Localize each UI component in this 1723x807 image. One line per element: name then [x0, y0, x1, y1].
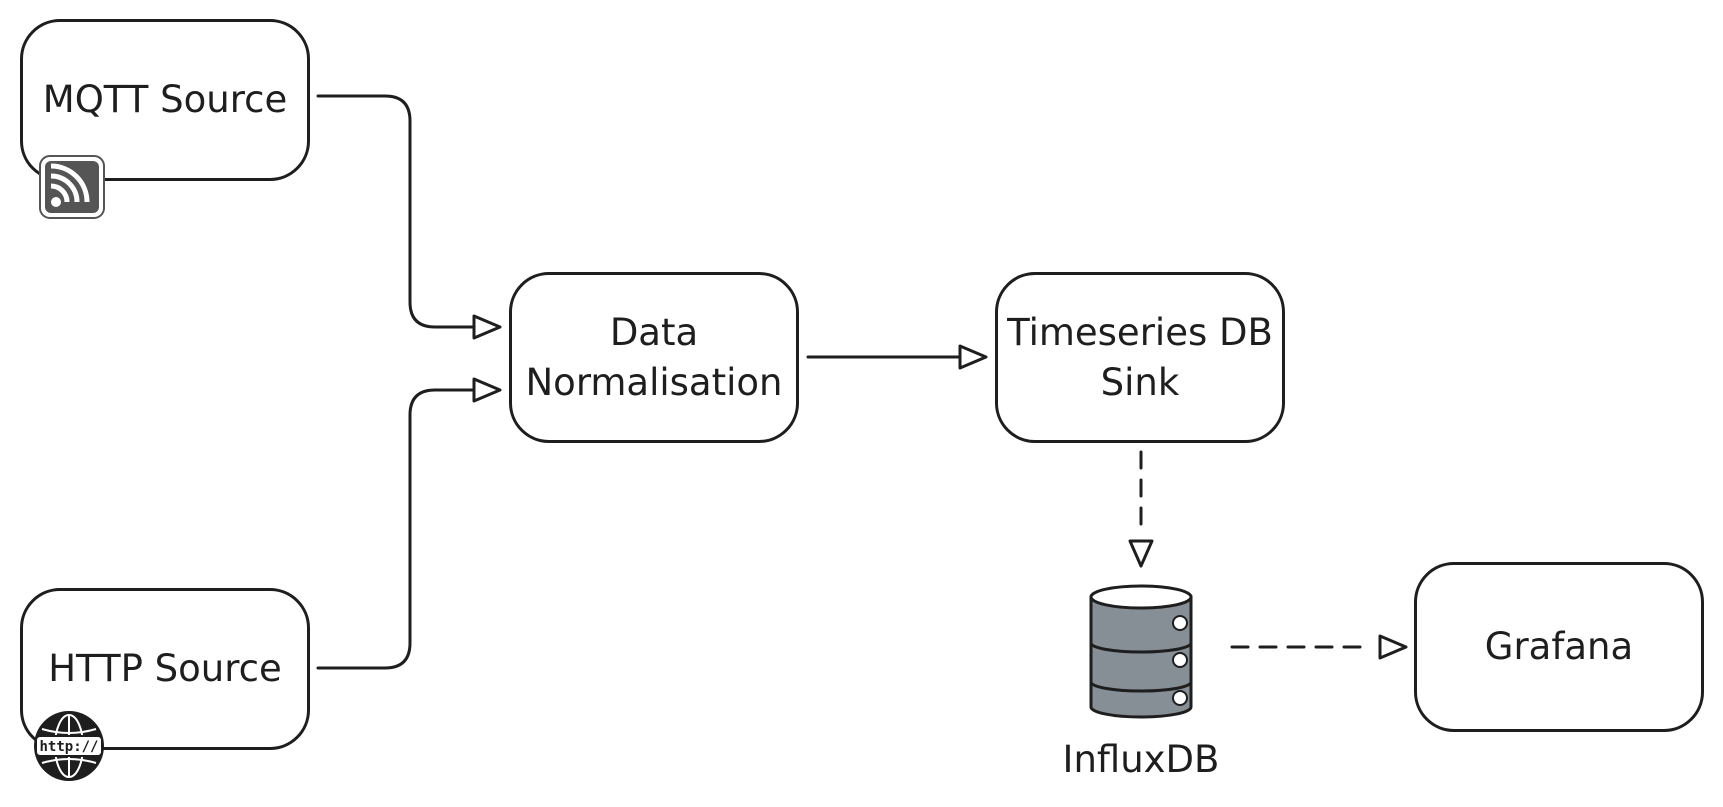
influxdb-label: InfluxDB — [1062, 738, 1220, 781]
arrowhead-http — [472, 377, 502, 403]
edge-mqtt-to-normalisation — [316, 94, 474, 329]
node-mqtt-source[interactable]: MQTT Source — [20, 19, 310, 181]
node-timeseries-sink[interactable]: Timeseries DB Sink — [995, 272, 1285, 443]
arrowhead-grafana — [1378, 634, 1408, 660]
node-data-normalisation[interactable]: Data Normalisation — [509, 272, 799, 443]
http-icon-text: http:// — [39, 739, 98, 755]
node-data-normalisation-label: Data Normalisation — [525, 310, 783, 404]
node-http-source-label: HTTP Source — [48, 647, 282, 690]
node-http-source[interactable]: HTTP Source — [20, 588, 310, 750]
node-grafana-label: Grafana — [1484, 625, 1634, 668]
http-globe-icon: http:// — [32, 709, 106, 783]
arrowhead-mqtt — [472, 314, 502, 340]
edge-http-to-normalisation — [316, 388, 474, 670]
arrowhead-sink — [958, 344, 988, 370]
node-timeseries-sink-label: Timeseries DB Sink — [1007, 310, 1273, 404]
node-mqtt-source-label: MQTT Source — [42, 78, 288, 121]
arrowhead-influxdb — [1128, 539, 1154, 568]
rss-feed-icon — [38, 154, 106, 220]
database-icon — [1089, 584, 1193, 719]
node-grafana[interactable]: Grafana — [1414, 562, 1704, 732]
